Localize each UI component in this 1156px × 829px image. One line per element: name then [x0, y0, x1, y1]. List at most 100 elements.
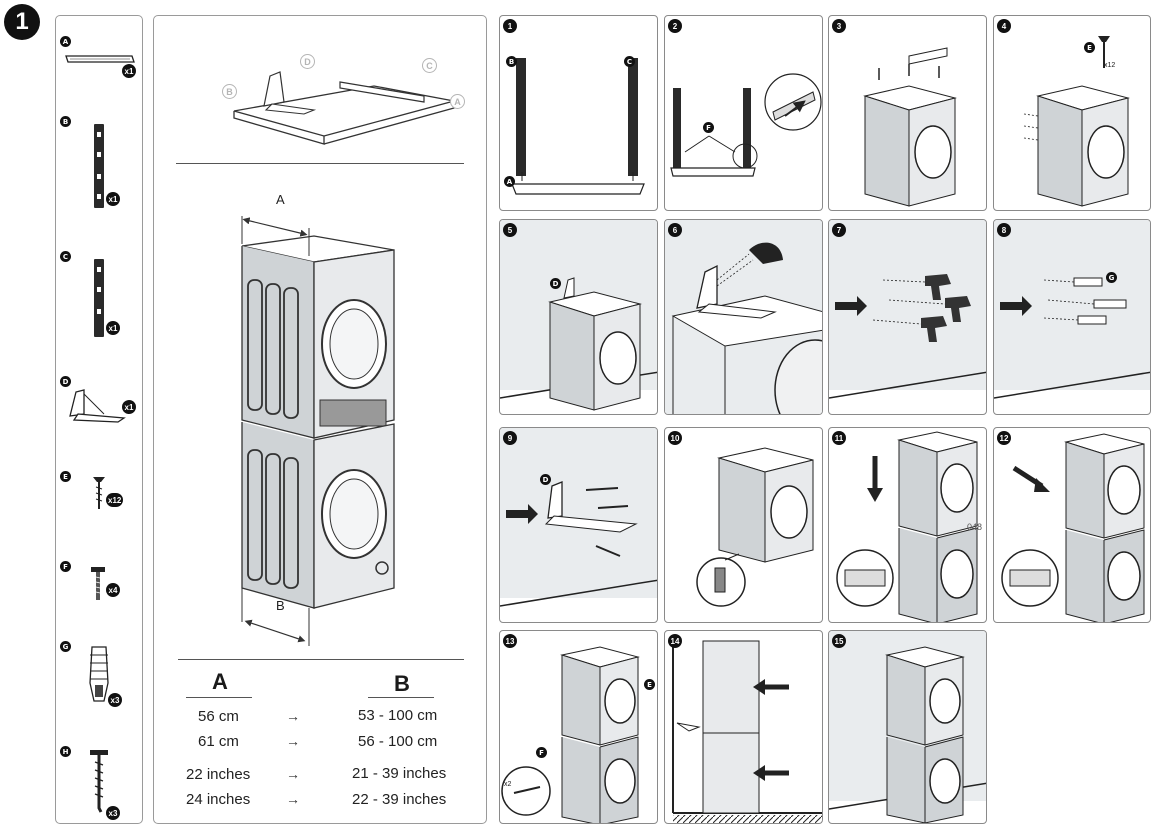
- stacked-machines-illustration: [241, 216, 395, 646]
- insert-wall-plugs-illustration: [994, 220, 1150, 399]
- drill-holes-illustration: [829, 220, 986, 399]
- step-9-number: 9: [503, 431, 517, 445]
- slide-dryer-into-place-illustration: [1001, 433, 1145, 622]
- step-13-qty: x2: [504, 781, 512, 788]
- table-header-b: B: [394, 671, 410, 696]
- table-row-4-b: 22 - 39 inches: [352, 791, 447, 808]
- step-6-panel: 6: [664, 219, 823, 415]
- part-b-qty: x1: [106, 192, 120, 206]
- mark-wall-illustration: [665, 220, 822, 414]
- step-11-panel: 11 048: [828, 427, 987, 623]
- step-7-panel: 7: [828, 219, 987, 415]
- step-8-label-g: G: [1106, 272, 1117, 283]
- step-12-panel: 12: [993, 427, 1151, 623]
- callout-a: A: [450, 94, 465, 109]
- part-g-qty: x3: [108, 693, 122, 707]
- step-4-qty: x12: [1104, 62, 1116, 69]
- finished-stack-illustration: [829, 631, 986, 823]
- step-1-panel: 1 B C A: [499, 15, 658, 211]
- step-14-number: 14: [668, 634, 682, 648]
- table-row-4-arrow: →: [286, 791, 300, 807]
- part-c: C x1: [56, 251, 144, 351]
- step-2-number: 2: [668, 19, 682, 33]
- adjust-feet-illustration: [696, 447, 814, 607]
- step-5-label-d: D: [550, 278, 561, 289]
- table-row-3-b: 21 - 39 inches: [352, 765, 447, 782]
- callout-b: B: [222, 84, 237, 99]
- part-f-letter: F: [60, 561, 71, 572]
- step-13-label-e: E: [644, 679, 655, 690]
- mount-wall-bracket-illustration: [500, 428, 657, 607]
- screw-icon: [93, 477, 105, 509]
- part-a: A x1: [56, 36, 144, 91]
- side-bracket-icon: [94, 259, 104, 337]
- step-11-number: 11: [832, 431, 846, 445]
- part-e: E x12: [56, 471, 144, 531]
- part-c-qty: x1: [106, 321, 120, 335]
- wall-bracket-icon: [69, 389, 126, 423]
- step-3-panel: 3: [828, 15, 987, 211]
- callout-c: C: [422, 58, 437, 73]
- part-f-qty: x4: [106, 583, 120, 597]
- part-f: F x4: [56, 561, 144, 621]
- dimension-b-label: B: [276, 598, 285, 613]
- table-header-a-rule: [186, 697, 252, 698]
- part-b-letter: B: [60, 116, 71, 127]
- step-11-code: 048: [967, 522, 983, 532]
- bolt-icon: [91, 567, 105, 600]
- table-row-3-arrow: →: [286, 766, 300, 782]
- part-h-qty: x3: [106, 806, 120, 820]
- step-1-label-b: B: [506, 56, 517, 67]
- step-15-panel: 15: [828, 630, 987, 824]
- overview-divider: [176, 163, 464, 164]
- step-13-number: 13: [503, 634, 517, 648]
- step-12-number: 12: [997, 431, 1011, 445]
- table-row-3-a: 22 inches: [186, 766, 251, 783]
- step-14-panel: 14: [664, 630, 823, 824]
- side-brackets-and-rail-illustration: [511, 58, 645, 195]
- step-3-number: 3: [832, 19, 846, 33]
- part-h: H x3: [56, 746, 144, 821]
- step-8-panel: 8 G: [993, 219, 1151, 415]
- side-bracket-icon: [94, 124, 104, 208]
- step-2-label-f: F: [703, 122, 714, 133]
- part-c-letter: C: [60, 251, 71, 262]
- part-g: G x3: [56, 641, 144, 721]
- step-8-number: 8: [997, 223, 1011, 237]
- wall-plug-icon: [89, 646, 109, 702]
- step-10-panel: 10: [664, 427, 823, 623]
- step-7-number: 7: [832, 223, 846, 237]
- main-step-number: 1: [4, 4, 40, 40]
- lift-dryer-on-washer-illustration: [836, 431, 978, 622]
- step-10-number: 10: [668, 431, 682, 445]
- place-kit-on-machine-illustration: [863, 47, 957, 207]
- part-a-qty: x1: [122, 64, 136, 78]
- table-row-1-arrow: →: [286, 708, 300, 724]
- table-row-4-a: 24 inches: [186, 791, 251, 808]
- table-row-2-arrow: →: [286, 733, 300, 749]
- step-1-label-a: A: [504, 176, 515, 187]
- screw-kit-to-machine-illustration: [1023, 36, 1130, 207]
- step-6-number: 6: [668, 223, 682, 237]
- part-h-letter: H: [60, 746, 71, 757]
- step-4-panel: 4 E x12: [993, 15, 1151, 211]
- part-d: D x1: [56, 376, 144, 436]
- assemble-frame-illustration: [670, 73, 822, 177]
- kit-assembly-illustration: [233, 71, 455, 145]
- step-5-panel: 5 D: [499, 219, 658, 415]
- table-top-rule: [178, 659, 464, 660]
- table-row-1-b: 53 - 100 cm: [358, 707, 438, 724]
- callout-d: D: [300, 54, 315, 69]
- step-13-panel: 13 E F x2: [499, 630, 658, 824]
- part-d-qty: x1: [122, 400, 136, 414]
- overview-panel: A B C D A B: [153, 15, 487, 824]
- step-9-label-d: D: [540, 474, 551, 485]
- step-13-label-f: F: [536, 747, 547, 758]
- step-2-panel: 2 F: [664, 15, 823, 211]
- table-header-b-rule: [368, 697, 434, 698]
- part-g-letter: G: [60, 641, 71, 652]
- rail-icon: [65, 55, 135, 63]
- parts-list-panel: A x1 B x1 C x1 D x1 E x12 F x4 G x3 H: [55, 15, 143, 824]
- part-d-letter: D: [60, 376, 71, 387]
- machine-against-wall-illustration: [500, 220, 657, 411]
